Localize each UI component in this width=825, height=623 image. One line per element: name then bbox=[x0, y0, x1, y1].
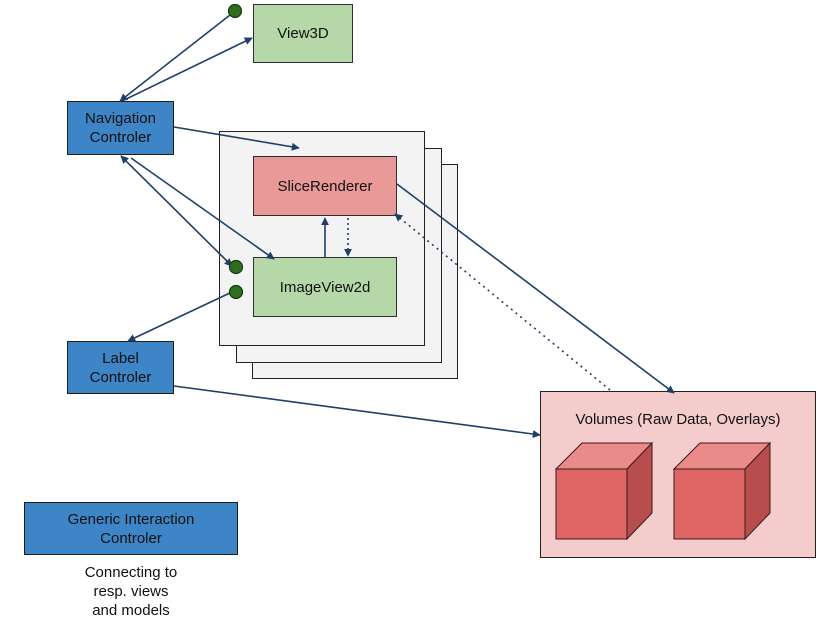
caption-line-1: Connecting to bbox=[84, 564, 178, 581]
cube-icon bbox=[554, 441, 654, 541]
navigation-controller-box[interactable]: Navigation Controler bbox=[67, 101, 174, 155]
label-controller-label-line1: Label bbox=[102, 349, 139, 367]
arrow-navigation-imageview2d bbox=[120, 155, 233, 267]
slice-renderer-label: SliceRenderer bbox=[277, 177, 373, 195]
arrow-slicerenderer-to-volumes bbox=[396, 183, 675, 394]
arrow-volumes-to-slicerenderer-dotted bbox=[394, 213, 611, 391]
arrow-navigation-to-imageview2d bbox=[130, 157, 275, 260]
port-dot-icon bbox=[228, 259, 244, 275]
view3d-label: View3D bbox=[277, 25, 329, 42]
caption-line-2: resp. views bbox=[93, 583, 169, 600]
arrow-imageview2d-port-to-label bbox=[127, 291, 233, 342]
port-dot-icon bbox=[228, 284, 244, 300]
cube-icon bbox=[672, 441, 772, 541]
image-view-2d-label: ImageView2d bbox=[279, 278, 371, 296]
view3d-box[interactable]: View3D bbox=[253, 4, 353, 63]
generic-controller-caption: Connecting to resp. views and models bbox=[24, 563, 238, 620]
arrow-label-to-volumes bbox=[173, 385, 541, 439]
volumes-label: Volumes (Raw Data, Overlays) bbox=[575, 411, 781, 428]
port-dot-icon bbox=[227, 3, 243, 19]
navigation-controller-label-line1: Navigation bbox=[85, 110, 156, 127]
label-controller-box[interactable]: Label Controler bbox=[67, 341, 174, 394]
arrow-view3d-port-to-navigation bbox=[119, 14, 231, 102]
generic-interaction-controller-box[interactable]: Generic Interaction Controler bbox=[24, 502, 238, 555]
navigation-controller-label-line2: Controler bbox=[89, 129, 152, 146]
slice-renderer-box[interactable]: SliceRenderer bbox=[253, 156, 397, 216]
label-controller-label-line2: Controler bbox=[89, 368, 152, 386]
generic-interaction-controller-label-line2: Controler bbox=[100, 529, 162, 547]
caption-line-3: and models bbox=[92, 602, 170, 619]
image-view-2d-box[interactable]: ImageView2d bbox=[253, 257, 397, 317]
arrow-navigation-to-slicerenderer bbox=[173, 126, 300, 151]
generic-interaction-controller-label-line1: Generic Interaction bbox=[67, 510, 195, 528]
arrow-navigation-to-view3d bbox=[121, 37, 253, 102]
